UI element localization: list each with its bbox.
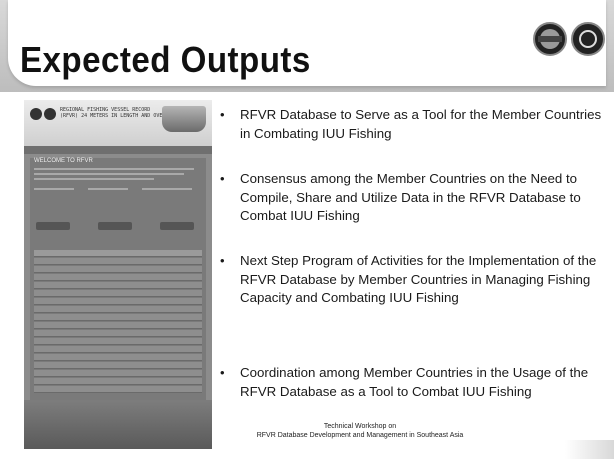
thumbnail-text-line <box>34 188 74 190</box>
vessel-image <box>162 106 206 132</box>
table-row <box>34 314 202 321</box>
bullet-marker: • <box>220 253 225 268</box>
thumbnail-logo-icon <box>30 108 42 120</box>
table-row <box>34 290 202 297</box>
thumbnail-button <box>160 222 194 230</box>
bullet-item: • Next Step Program of Activities for th… <box>216 252 608 308</box>
table-row <box>34 258 202 265</box>
bullet-item: • Consensus among the Member Countries o… <box>216 170 608 226</box>
thumbnail-welcome: WELCOME TO RFVR <box>34 158 93 164</box>
thumbnail-text-line <box>88 188 128 190</box>
slide-footer: Technical Workshop on RFVR Database Deve… <box>120 422 600 440</box>
logo-group <box>533 22 609 58</box>
table-row <box>34 386 202 393</box>
table-row <box>34 306 202 313</box>
thumbnail-text-line <box>34 173 184 175</box>
table-row <box>34 330 202 337</box>
table-row <box>34 346 202 353</box>
thumbnail-button <box>98 222 132 230</box>
slide-title: Expected Outputs <box>20 39 311 80</box>
thumbnail-text-line <box>34 178 154 180</box>
thumbnail-footer-sea <box>24 400 212 449</box>
bullet-text: Coordination among Member Countries in t… <box>240 365 589 399</box>
bullet-marker: • <box>220 107 225 122</box>
header-panel <box>8 0 606 86</box>
table-row <box>34 282 202 289</box>
thumbnail-table-header <box>34 250 202 257</box>
bullet-text: Next Step Program of Activities for the … <box>240 253 597 305</box>
table-row <box>34 354 202 361</box>
table-row <box>34 298 202 305</box>
header-band <box>0 0 614 92</box>
table-row <box>34 322 202 329</box>
bullet-item: • Coordination among Member Countries in… <box>216 364 608 401</box>
footer-line-1: Technical Workshop on <box>323 423 397 430</box>
bullet-marker: • <box>220 365 225 380</box>
table-row <box>34 266 202 273</box>
table-row <box>34 378 202 385</box>
table-row <box>34 370 202 377</box>
thumbnail-text-line <box>34 168 194 170</box>
partner-logo-icon <box>571 22 605 56</box>
thumbnail-header: REGIONAL FISHING VESSEL RECORD (RFVR) 24… <box>24 100 212 146</box>
footer-decoration <box>565 440 614 459</box>
footer-line-2: RFVR Database Development and Management… <box>256 432 464 439</box>
thumbnail-text-line <box>142 188 192 190</box>
table-row <box>34 274 202 281</box>
bullet-marker: • <box>220 171 225 186</box>
bullet-item: • RFVR Database to Serve as a Tool for t… <box>216 106 608 143</box>
thumbnail-header-text: REGIONAL FISHING VESSEL RECORD (RFVR) 24… <box>60 107 166 119</box>
table-row <box>34 338 202 345</box>
table-row <box>34 362 202 369</box>
bullet-text: RFVR Database to Serve as a Tool for the… <box>240 107 602 141</box>
seafdec-logo-icon <box>533 22 567 56</box>
thumbnail-button <box>36 222 70 230</box>
bullet-text: Consensus among the Member Countries on … <box>240 171 581 223</box>
rfvr-website-screenshot: REGIONAL FISHING VESSEL RECORD (RFVR) 24… <box>24 100 212 449</box>
thumbnail-navbar <box>24 146 212 154</box>
thumbnail-logo-icon <box>44 108 56 120</box>
